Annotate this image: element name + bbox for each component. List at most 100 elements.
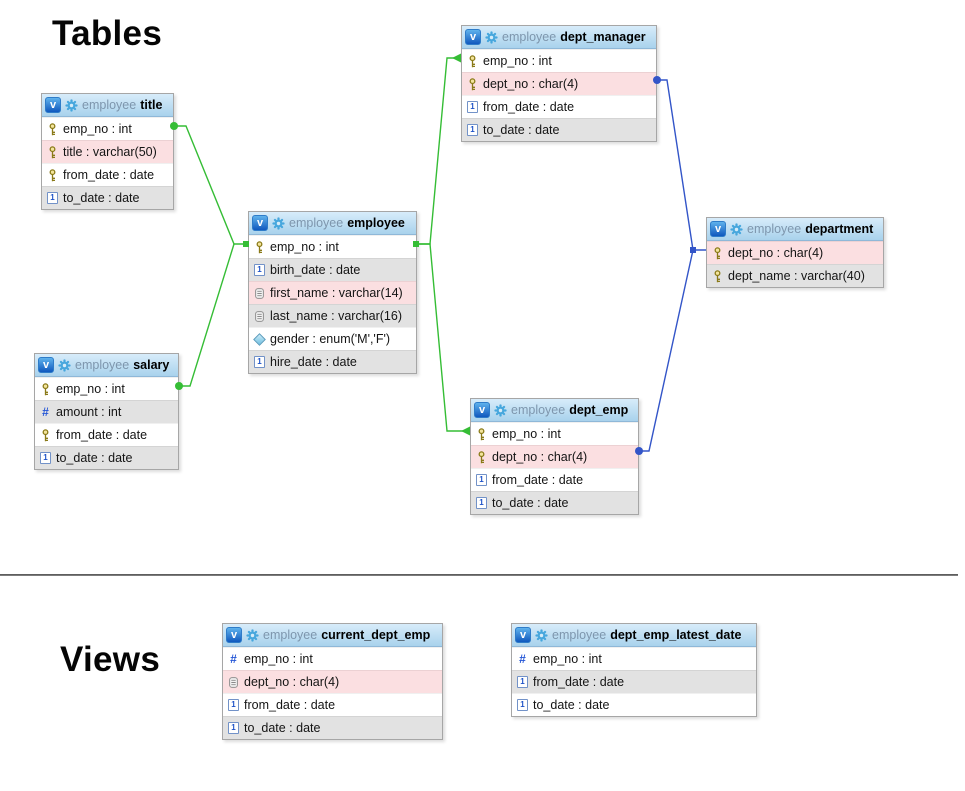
column-label: to_date : date <box>533 698 610 712</box>
column-label: from_date : date <box>483 100 575 114</box>
column-label: to_date : date <box>483 123 560 137</box>
column-row-emp_no[interactable]: emp_no : int <box>35 377 178 400</box>
column-row-emp_no[interactable]: emp_no : int <box>471 422 638 445</box>
column-row-emp_no[interactable]: emp_no : int <box>462 49 656 72</box>
key-icon <box>40 382 51 396</box>
schema-name: employee <box>747 222 802 236</box>
enum-icon <box>253 332 266 346</box>
gear-icon[interactable] <box>58 358 71 372</box>
calendar-icon: 1 <box>254 264 265 276</box>
table-name: employee <box>347 216 405 230</box>
view-badge-icon[interactable]: v <box>252 215 268 231</box>
column-row-emp_no[interactable]: emp_no : int <box>249 235 416 258</box>
gear-icon[interactable] <box>730 222 743 236</box>
view-badge-icon[interactable]: v <box>710 221 726 237</box>
column-row-gender[interactable]: gender : enum('M','F') <box>249 327 416 350</box>
column-label: emp_no : int <box>492 427 561 441</box>
column-row-emp_no[interactable]: emp_no : int <box>42 117 173 140</box>
schema-name: employee <box>552 628 607 642</box>
column-row-emp_no[interactable]: # emp_no : int <box>223 647 442 670</box>
key-icon <box>40 428 51 442</box>
column-label: emp_no : int <box>244 652 313 666</box>
column-label: from_date : date <box>56 428 148 442</box>
column-row-from_date[interactable]: from_date : date <box>35 423 178 446</box>
numeric-icon: # <box>519 652 526 666</box>
view-badge-icon[interactable]: v <box>38 357 54 373</box>
table-name: dept_emp <box>569 403 629 417</box>
view-badge-icon[interactable]: v <box>515 627 531 643</box>
column-row-dept_no[interactable]: dept_no : char(4) <box>471 445 638 468</box>
gear-icon[interactable] <box>485 30 498 44</box>
key-icon <box>476 450 487 464</box>
key-icon <box>47 168 58 182</box>
view-badge-icon[interactable]: v <box>465 29 481 45</box>
schema-name: employee <box>511 403 566 417</box>
gear-icon[interactable] <box>65 98 78 112</box>
calendar-icon: 1 <box>467 124 478 136</box>
view-badge-icon[interactable]: v <box>474 402 490 418</box>
table-name: dept_emp_latest_date <box>610 628 742 642</box>
column-label: emp_no : int <box>63 122 132 136</box>
column-row-title[interactable]: title : varchar(50) <box>42 140 173 163</box>
column-row-dept_no[interactable]: dept_no : char(4) <box>707 241 883 264</box>
key-icon <box>47 122 58 136</box>
key-icon <box>467 77 478 91</box>
column-label: from_date : date <box>244 698 336 712</box>
table-name: current_dept_emp <box>321 628 431 642</box>
gear-icon[interactable] <box>246 628 259 642</box>
column-row-last_name[interactable]: last_name : varchar(16) <box>249 304 416 327</box>
column-row-amount[interactable]: #amount : int <box>35 400 178 423</box>
schema-name: employee <box>289 216 344 230</box>
schema-name: employee <box>502 30 557 44</box>
column-row-dept_no[interactable]: dept_no : char(4) <box>462 72 656 95</box>
view-badge-icon[interactable]: v <box>226 627 242 643</box>
calendar-icon: 1 <box>476 474 487 486</box>
column-row-dept_no[interactable]: dept_no : char(4) <box>223 670 442 693</box>
table-name: title <box>140 98 163 112</box>
column-label: dept_no : char(4) <box>728 246 824 260</box>
column-row-from_date[interactable]: from_date : date <box>42 163 173 186</box>
key-icon <box>476 427 487 441</box>
column-row-dept_name[interactable]: dept_name : varchar(40) <box>707 264 883 287</box>
column-label: from_date : date <box>63 168 155 182</box>
column-row-to_date[interactable]: 1 to_date : date <box>462 118 656 141</box>
column-row-emp_no[interactable]: #emp_no : int <box>512 647 756 670</box>
numeric-icon: # <box>230 652 237 666</box>
key-icon <box>47 145 58 159</box>
gear-icon[interactable] <box>535 628 548 642</box>
calendar-icon: 1 <box>517 676 528 688</box>
key-icon <box>712 269 723 283</box>
schema-name: employee <box>82 98 137 112</box>
gear-icon[interactable] <box>494 403 507 417</box>
column-row-first_name[interactable]: first_name : varchar(14) <box>249 281 416 304</box>
gear-icon[interactable] <box>272 216 285 230</box>
view-badge-icon[interactable]: v <box>45 97 61 113</box>
